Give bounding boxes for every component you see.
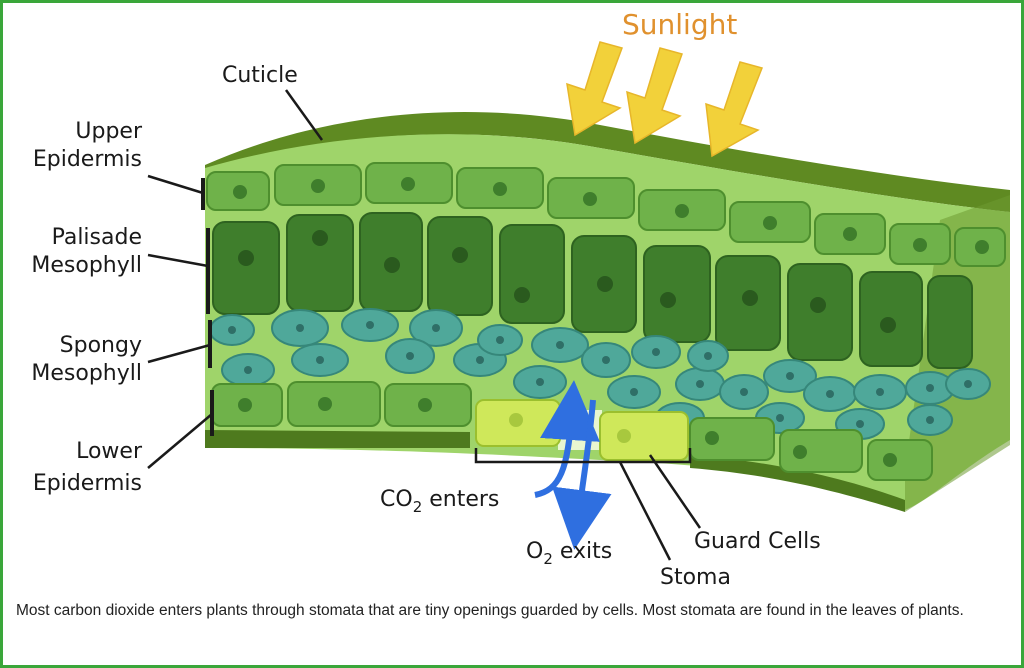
stoma-opening <box>558 410 602 450</box>
sunlight-label: Sunlight <box>622 8 737 41</box>
o2-main: O <box>526 539 543 564</box>
co2-enters-label: CO2 enters <box>380 487 499 516</box>
o2-sub: 2 <box>543 550 553 568</box>
upper-epidermis-label-line1: Upper <box>75 119 143 144</box>
stoma-label: Stoma <box>660 565 731 590</box>
lower-epidermis-label-line2: Epidermis <box>33 471 142 496</box>
palisade-mesophyll-label-line1: Palisade <box>52 225 142 250</box>
guard-cells-label: Guard Cells <box>694 529 821 554</box>
lower-epidermis-label-line1: Lower <box>76 439 143 464</box>
cuticle-label: Cuticle <box>222 63 298 88</box>
spongy-mesophyll-label-line1: Spongy <box>60 333 142 358</box>
spongy-mesophyll-label-line2: Mesophyll <box>31 361 142 386</box>
upper-epidermis-label-line2: Epidermis <box>33 147 142 172</box>
co2-sub: 2 <box>413 498 423 516</box>
caption: Most carbon dioxide enters plants throug… <box>16 598 1006 623</box>
lower-edge <box>205 430 470 448</box>
o2-exits-label: O2 exits <box>526 539 612 568</box>
co2-main: CO <box>380 487 413 512</box>
co2-rest: enters <box>422 487 499 512</box>
palisade-mesophyll-label-line2: Mesophyll <box>31 253 142 278</box>
o2-rest: exits <box>553 539 612 564</box>
